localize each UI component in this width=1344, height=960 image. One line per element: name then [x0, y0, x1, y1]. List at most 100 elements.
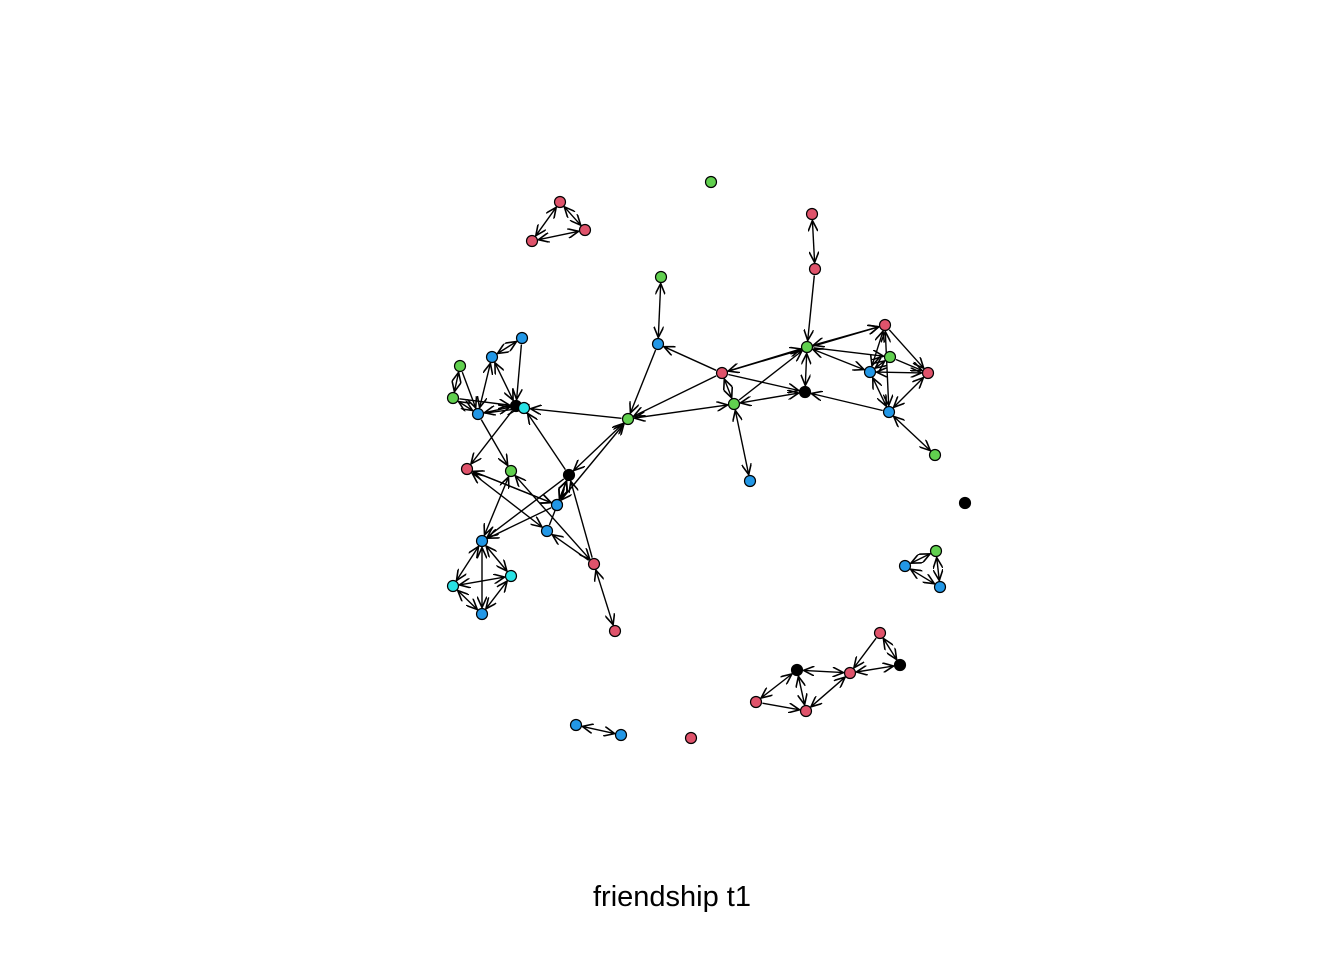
- edge-42-43: [911, 569, 935, 583]
- node-3: [578, 223, 592, 237]
- edge-46-49: [798, 676, 804, 704]
- edge-16-17: [634, 375, 717, 416]
- node-39: [475, 607, 489, 621]
- edge-35-34: [457, 547, 479, 581]
- node-8: [651, 337, 665, 351]
- edge-26-36: [515, 476, 589, 559]
- edge-8-17: [630, 349, 657, 413]
- node-36: [587, 557, 601, 571]
- edge-29-24: [811, 394, 883, 412]
- edge-19-21: [813, 347, 884, 356]
- edge-10-13: [480, 363, 491, 407]
- node-26: [504, 464, 518, 478]
- edge-19-22: [813, 349, 864, 369]
- node-44: [873, 626, 887, 640]
- edge-46-47: [761, 674, 792, 698]
- edge-29-28: [894, 378, 924, 408]
- edge-36-31: [552, 535, 590, 561]
- edge-7-8: [658, 284, 660, 338]
- edge-36-37: [596, 570, 613, 625]
- node-13: [471, 407, 485, 421]
- edge-50-51: [582, 726, 614, 733]
- edge-41-42: [911, 554, 930, 563]
- node-28: [921, 366, 935, 380]
- node-48: [843, 666, 857, 680]
- edge-2-3: [538, 231, 578, 239]
- node-41: [929, 544, 943, 558]
- edge-29-32: [894, 416, 931, 450]
- node-51: [614, 728, 628, 742]
- node-52: [684, 731, 698, 745]
- node-24: [798, 385, 812, 399]
- node-42: [898, 559, 912, 573]
- node-12: [446, 391, 460, 405]
- edges-layer: [454, 207, 939, 734]
- edge-1-3: [564, 207, 580, 225]
- nodes-layer: [446, 175, 972, 745]
- edge-20-29: [885, 332, 888, 406]
- node-29: [882, 405, 896, 419]
- edge-44-48: [854, 637, 877, 668]
- node-7: [654, 270, 668, 284]
- node-31: [540, 524, 554, 538]
- node-40: [958, 496, 972, 510]
- edge-17-30: [561, 424, 624, 500]
- edge-47-49: [762, 702, 799, 710]
- node-27: [743, 474, 757, 488]
- edge-26-35: [485, 477, 509, 535]
- node-10: [485, 350, 499, 364]
- edge-34-38: [459, 577, 504, 585]
- edge-1-2: [536, 207, 556, 235]
- edge-17-23: [634, 405, 727, 418]
- edge-22-28: [877, 372, 922, 373]
- node-20: [878, 318, 892, 332]
- node-4: [704, 175, 718, 189]
- node-46: [790, 663, 804, 677]
- edge-9-10: [498, 342, 517, 354]
- edge-11-13: [461, 371, 475, 408]
- node-2: [525, 234, 539, 248]
- edge-16-23: [724, 379, 731, 398]
- edge-46-48: [804, 670, 844, 672]
- edge-33-35: [488, 507, 552, 538]
- node-43: [933, 580, 947, 594]
- edge-38-39: [486, 581, 507, 609]
- node-47: [749, 695, 763, 709]
- edge-12-14: [459, 398, 509, 405]
- node-11: [453, 359, 467, 373]
- node-50: [569, 718, 583, 732]
- edge-19-20: [813, 327, 878, 345]
- edge-22-29: [873, 378, 886, 406]
- node-1: [553, 195, 567, 209]
- graph-title: friendship t1: [593, 881, 751, 913]
- edge-19-24: [805, 354, 806, 386]
- edge-9-14: [517, 344, 522, 400]
- node-37: [608, 624, 622, 638]
- node-6: [808, 262, 822, 276]
- edge-18-33: [559, 481, 566, 499]
- node-9: [515, 331, 529, 345]
- node-21: [883, 350, 897, 364]
- edge-21-22: [875, 361, 885, 368]
- node-49: [799, 704, 813, 718]
- edge-34-39: [458, 591, 478, 610]
- edge-10-14: [495, 363, 513, 400]
- node-19: [800, 340, 814, 354]
- node-18: [562, 468, 576, 482]
- edge-45-48: [856, 666, 893, 672]
- edge-20-28: [888, 329, 923, 368]
- edge-16-8: [664, 347, 717, 371]
- edge-17-15: [531, 409, 622, 419]
- node-35: [475, 534, 489, 548]
- node-25: [460, 462, 474, 476]
- edge-16-24: [728, 373, 798, 391]
- edge-18-15: [528, 413, 566, 470]
- edge-20-22: [872, 331, 883, 366]
- node-33: [550, 498, 564, 512]
- edge-23-24: [740, 393, 798, 403]
- node-38: [504, 569, 518, 583]
- edge-12-13: [459, 402, 473, 411]
- edge-6-19: [808, 275, 815, 341]
- edge-17-18: [574, 424, 624, 471]
